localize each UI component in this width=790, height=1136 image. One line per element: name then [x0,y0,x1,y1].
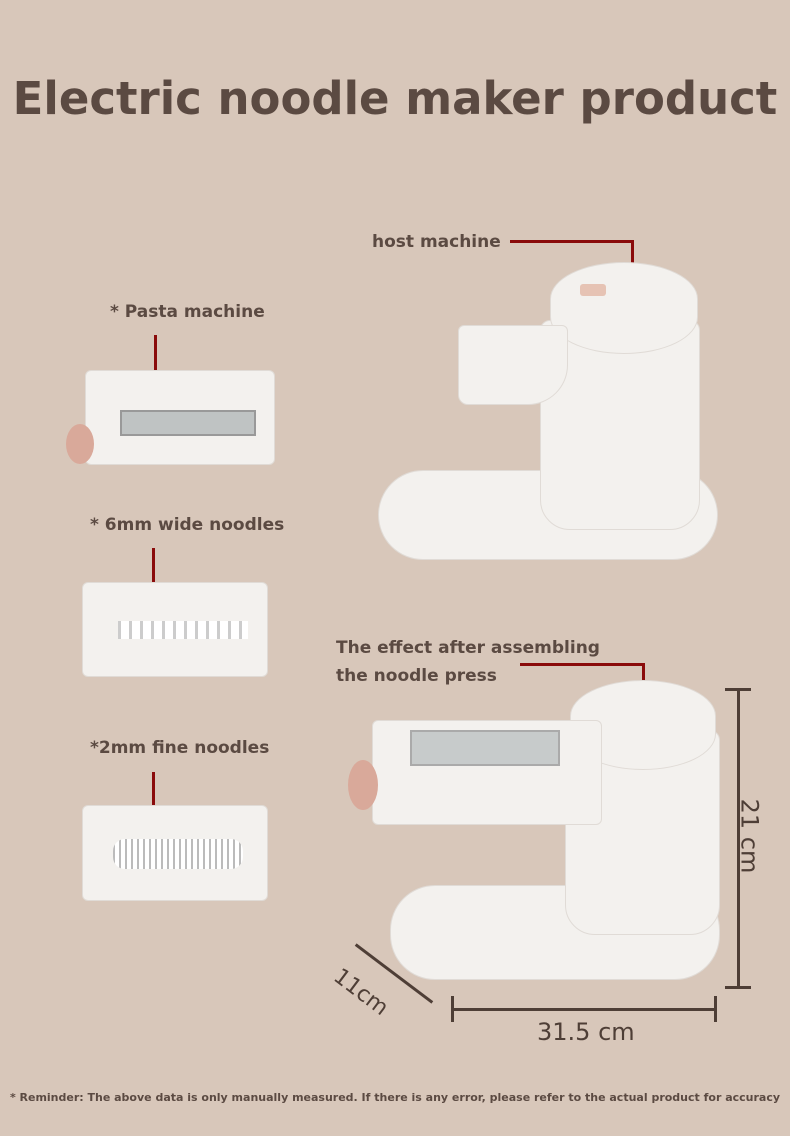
leader-line [520,663,645,666]
leader-line [642,663,645,687]
dimension-tick [451,996,454,1022]
depth-dimension: 11cm [328,964,393,1021]
label-6mm-wide-noodles: * 6mm wide noodles [90,515,285,535]
wide-noodle-attachment-image [82,582,268,677]
label-assembled-line1: The effect after assembling [336,638,600,658]
footer-reminder: * Reminder: The above data is only manua… [9,1091,781,1104]
dimension-tick [714,996,717,1022]
leader-line [152,548,155,593]
leader-line [152,772,155,818]
label-pasta-machine: * Pasta machine [110,302,265,322]
height-dimension: 21 cm [735,798,764,874]
leader-line [154,335,157,381]
width-dimension-line [452,1008,716,1011]
leader-line [631,240,634,264]
width-dimension: 31.5 cm [537,1018,635,1046]
label-assembled-line2: the noodle press [336,666,497,686]
dimension-tick [725,688,751,691]
leader-line [510,240,634,243]
dimension-tick [725,986,751,989]
fine-noodle-attachment-image [82,805,268,901]
height-dimension-line [737,690,740,988]
label-host-machine: host machine [372,232,501,252]
page-title: Electric noodle maker product [12,72,778,125]
label-2mm-fine-noodles: *2mm fine noodles [90,738,270,758]
